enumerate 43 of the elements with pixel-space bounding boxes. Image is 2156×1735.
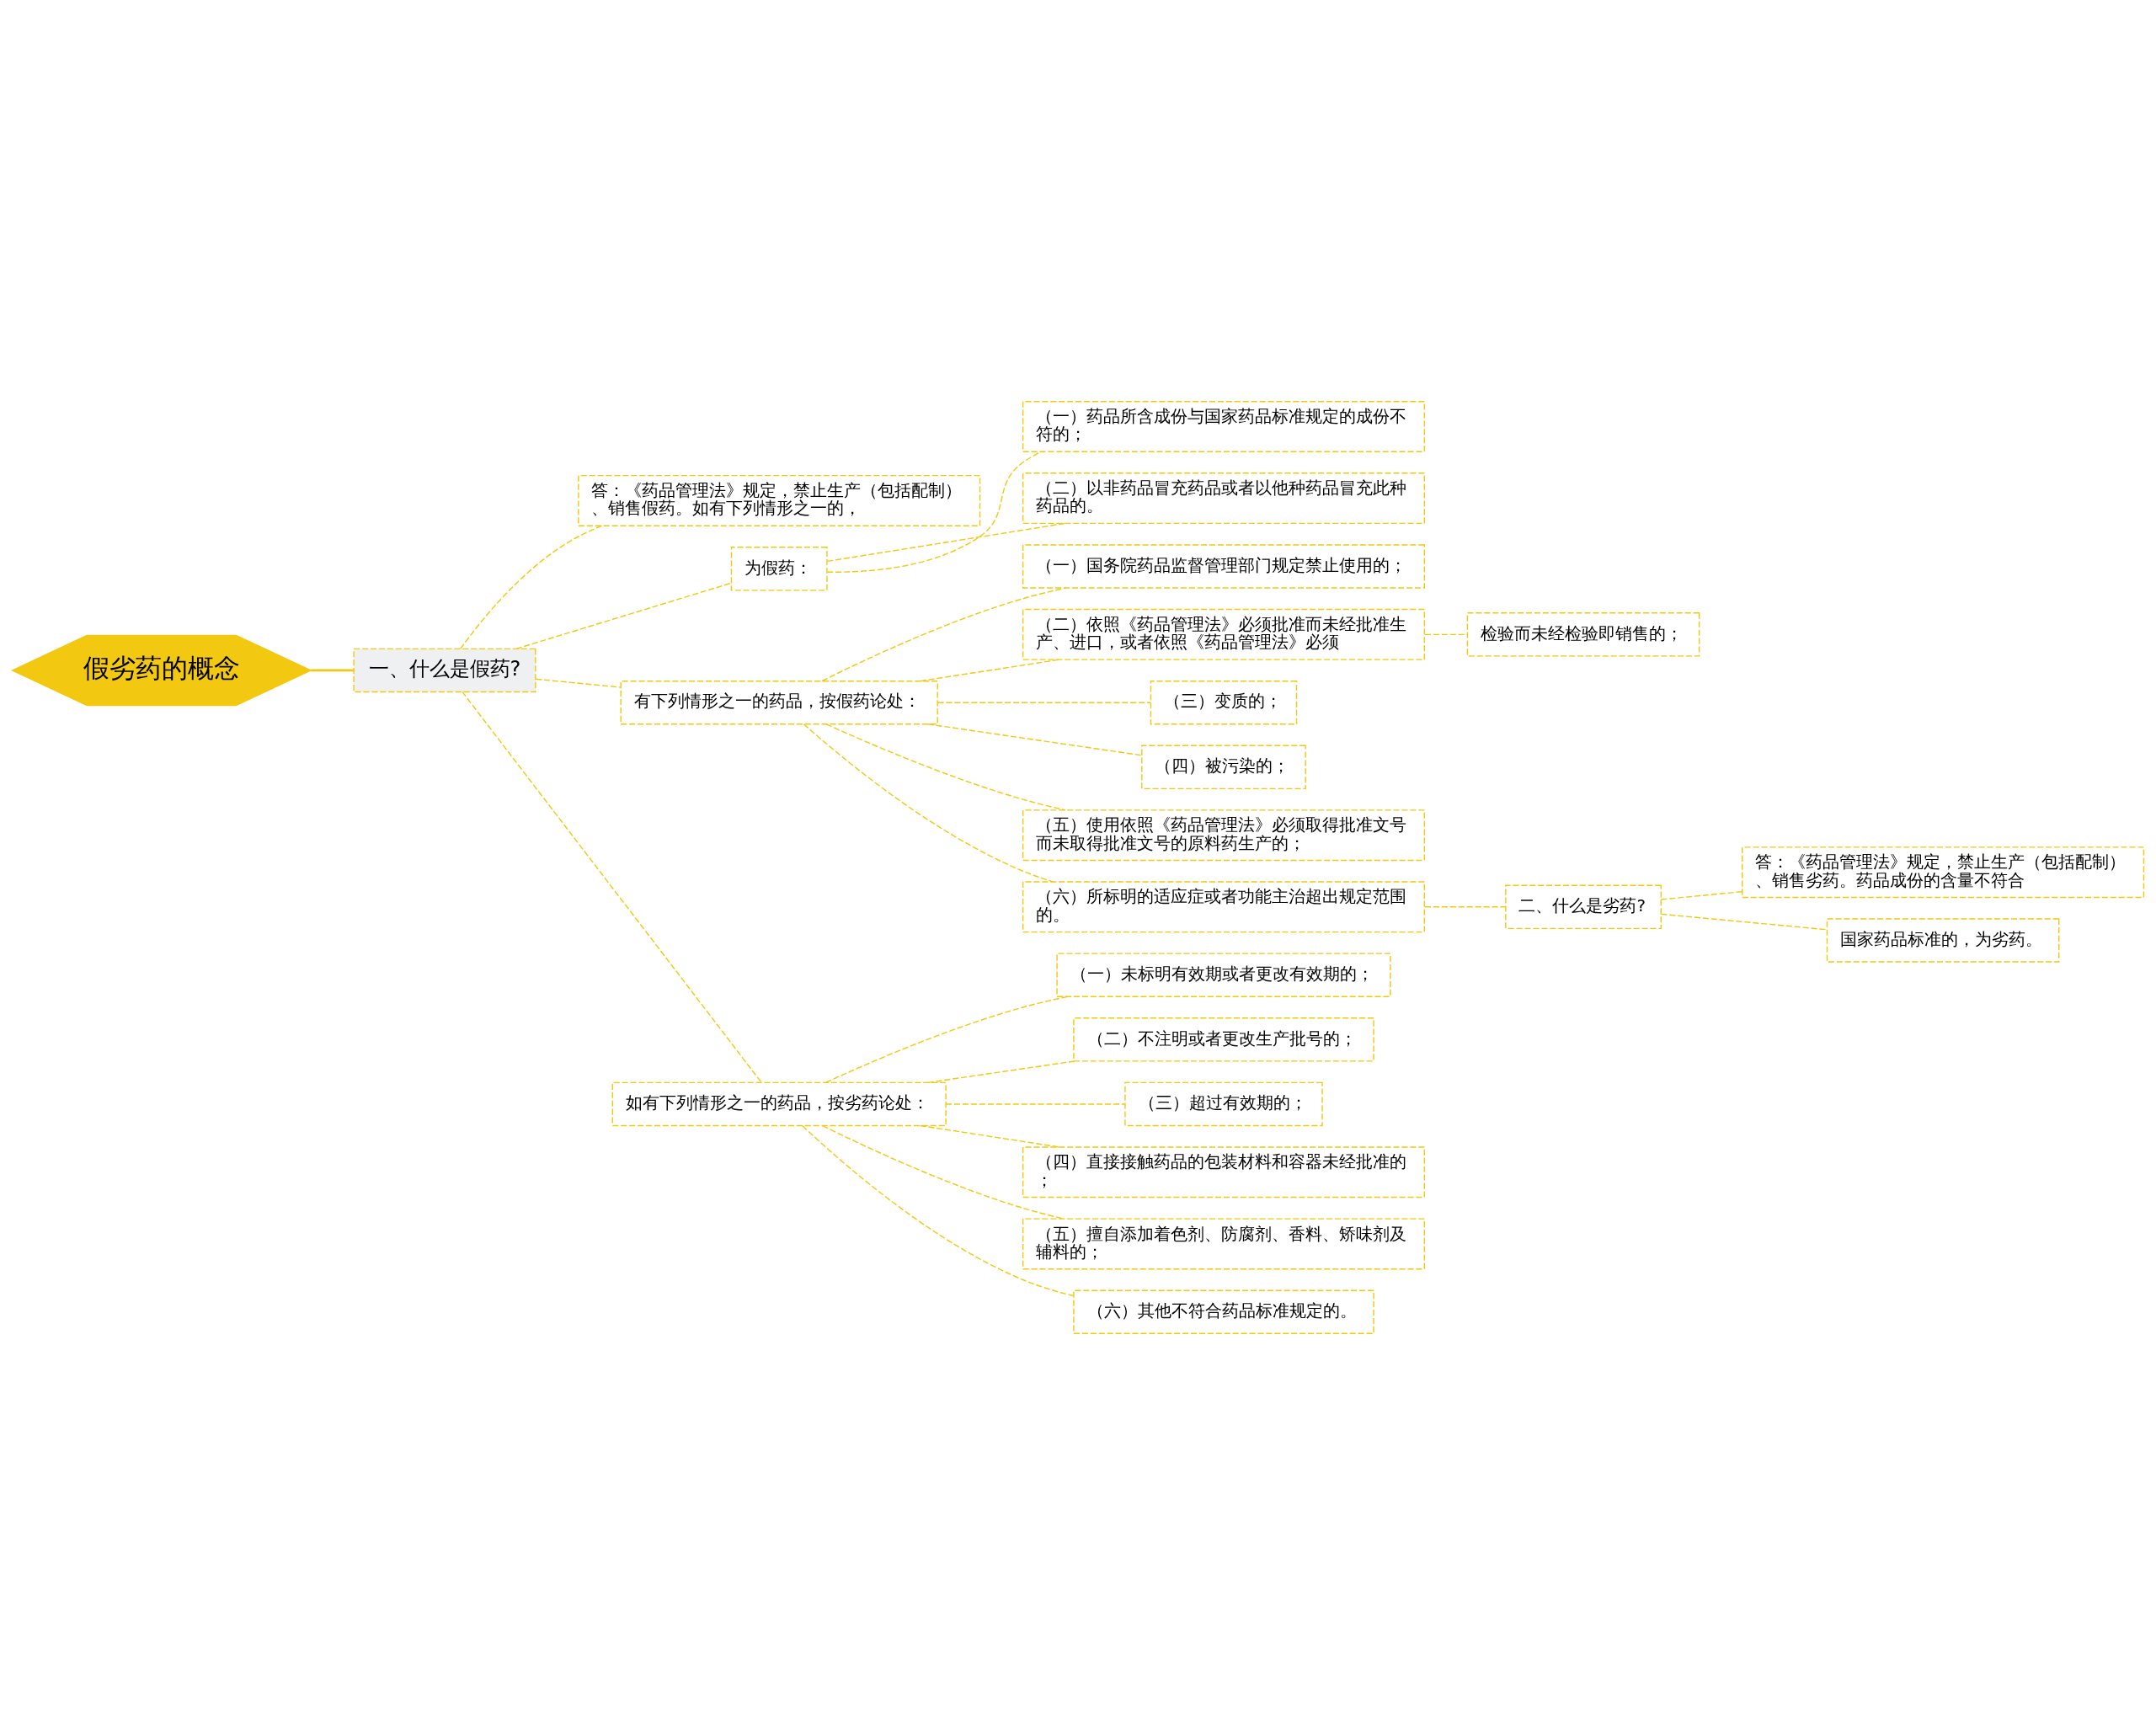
node-box: （六）所标明的适应症或者功能主治超出规定范围的。 bbox=[1022, 881, 1426, 933]
connector bbox=[927, 1060, 1076, 1084]
connector bbox=[822, 1124, 1065, 1220]
node-box: （三）超过有效期的； bbox=[1124, 1081, 1323, 1127]
node-box: （五）使用依照《药品管理法》必须取得批准文号而未取得批准文号的原料药生产的； bbox=[1022, 809, 1426, 862]
connector bbox=[945, 1103, 1126, 1105]
connector bbox=[802, 1125, 1075, 1297]
node-box: （六）其他不符合药品标准规定的。 bbox=[1073, 1289, 1374, 1335]
node-box: 有下列情形之一的药品，按假药论处： bbox=[620, 680, 938, 725]
node-box: （一）药品所含成份与国家药品标准规定的成份不符的； bbox=[1022, 400, 1426, 452]
node-box: （二）以非药品冒充药品或者以他种药品冒充此种药品的。 bbox=[1022, 472, 1426, 525]
node-box: 国家药品标准的，为劣药。 bbox=[1826, 918, 2060, 963]
connector bbox=[311, 669, 355, 672]
connector bbox=[460, 525, 603, 649]
node-box: （四）被污染的； bbox=[1141, 745, 1306, 790]
node-box: （二）依照《药品管理法》必须批准而未经批准生产、进口，或者依照《药品管理法》必须 bbox=[1022, 608, 1426, 660]
connector bbox=[825, 996, 1069, 1083]
node-box: 检验而未经检验即销售的； bbox=[1466, 612, 1700, 657]
connector bbox=[927, 723, 1143, 756]
connector bbox=[826, 522, 1066, 563]
connector bbox=[920, 1124, 1060, 1148]
connector bbox=[826, 451, 1042, 573]
connector bbox=[535, 678, 622, 688]
node-box: 为假药： bbox=[730, 547, 828, 591]
node-box: 如有下列情形之一的药品，按劣药论处： bbox=[611, 1081, 947, 1127]
connector bbox=[920, 659, 1060, 682]
node-box: （一）国务院药品监督管理部门规定禁止使用的； bbox=[1022, 544, 1426, 589]
node-box: 一、什么是假药? bbox=[353, 648, 536, 693]
connector bbox=[1660, 913, 1828, 931]
node-box: （一）未标明有效期或者更改有效期的； bbox=[1056, 953, 1391, 997]
node-box: 二、什么是劣药? bbox=[1505, 884, 1662, 930]
connector bbox=[1660, 891, 1743, 900]
connector bbox=[1424, 906, 1507, 908]
connector bbox=[462, 691, 762, 1083]
node-box: （二）不注明或者更改生产批号的； bbox=[1073, 1017, 1374, 1062]
node-box: 答：《药品管理法》规定，禁止生产（包括配制）、销售假药。如有下列情形之一的， bbox=[578, 474, 981, 526]
node-box: （四）直接接触药品的包装材料和容器未经批准的； bbox=[1022, 1146, 1426, 1198]
node-box: 答：《药品管理法》规定，禁止生产（包括配制）、销售劣药。药品成份的含量不符合 bbox=[1742, 846, 2145, 899]
connector bbox=[825, 723, 1066, 811]
node-box: （五）擅自添加着色剂、防腐剂、香料、矫味剂及辅料的； bbox=[1022, 1218, 1426, 1270]
connector bbox=[515, 582, 732, 650]
node-box: （三）变质的； bbox=[1150, 680, 1298, 725]
connector bbox=[937, 702, 1151, 703]
